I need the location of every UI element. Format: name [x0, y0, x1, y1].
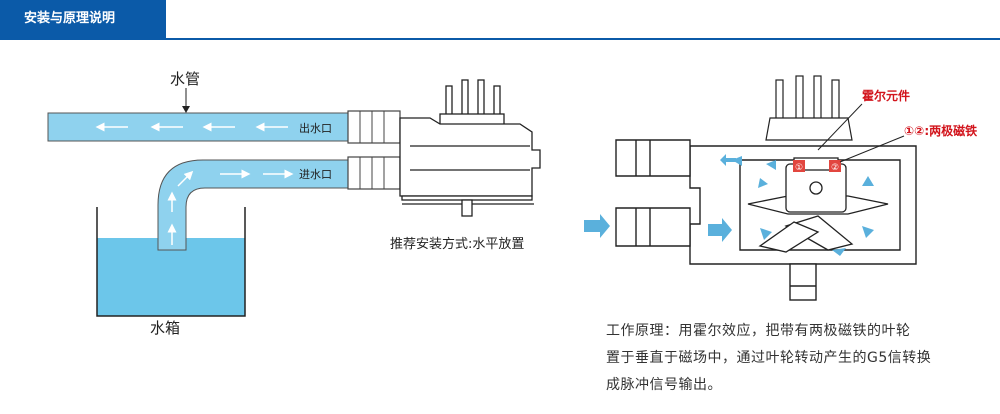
section-header: 安装与原理说明 — [0, 0, 1000, 40]
pipe-label: 水管 — [170, 70, 200, 88]
inlet-label: 进水口 — [299, 168, 332, 181]
callout-lines — [817, 103, 905, 163]
tank-label: 水箱 — [150, 319, 180, 337]
magnet-mark-1: ① — [795, 163, 803, 173]
hall-element-label: 霍尔元件 — [862, 88, 910, 103]
magnet-mark-2: ② — [831, 163, 839, 173]
flow-sensor-side-view — [399, 79, 541, 217]
principle-description: 工作原理：用霍尔效应，把带有两极磁铁的叶轮 置于垂直于磁场中，通过叶轮转动产生的… — [606, 318, 986, 399]
outlet-label: 出水口 — [299, 121, 332, 135]
principle-flow-arrows — [584, 154, 874, 256]
magnet-markers: ① ② — [793, 160, 841, 173]
water-tank — [96, 207, 246, 317]
outlet-pipe — [47, 110, 401, 144]
left-install-diagram: 水管 出水口 进水口 水箱 推荐安装方式:水平放置 — [47, 70, 541, 337]
install-note: 推荐安装方式:水平放置 — [390, 236, 524, 252]
inlet-flow-arrows — [167, 169, 294, 245]
header-rule — [0, 38, 1000, 40]
right-principle-diagram: ① ② 霍尔元件 ①②:两极磁铁 — [584, 75, 977, 301]
principle-line-2: 置于垂直于磁场中，通过叶轮转动产生的G5信转换 — [606, 350, 932, 366]
magnet-label: ①②:两极磁铁 — [904, 123, 977, 138]
principle-line-3: 成脉冲信号输出。 — [606, 377, 722, 393]
impeller — [747, 157, 889, 253]
pipe-pointer — [182, 88, 190, 113]
inlet-pipe — [157, 156, 401, 251]
hall-connector-pins — [765, 75, 853, 141]
principle-line-1: 工作原理：用霍尔效应，把带有两极磁铁的叶轮 — [606, 323, 911, 339]
section-title: 安装与原理说明 — [0, 0, 166, 38]
